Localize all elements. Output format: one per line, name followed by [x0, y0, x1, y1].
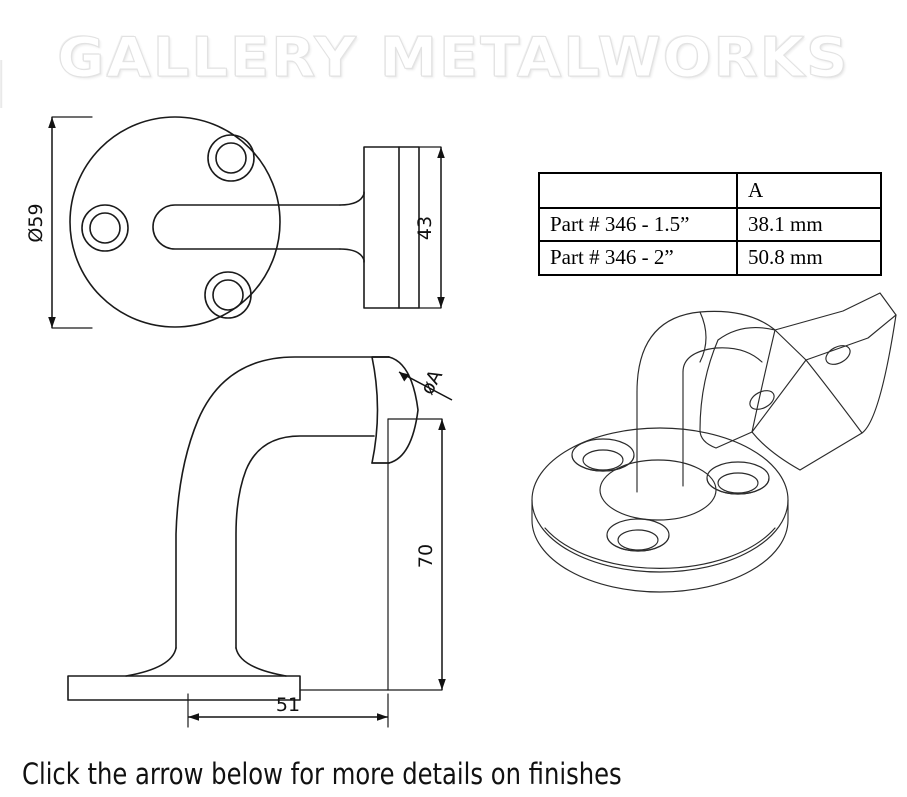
- mounting-hole-upper: [207, 134, 255, 182]
- table-row: Part # 346 - 1.5” 38.1 mm: [538, 206, 882, 243]
- dimension-overall-height: 70: [299, 418, 446, 691]
- mounting-hole-lower: [204, 271, 252, 319]
- dimension-label-saddle-height: 43: [414, 216, 436, 240]
- iso-saddle-hole-upper: [825, 345, 851, 365]
- table-cell-part: Part # 346 - 2”: [538, 240, 738, 276]
- dimension-label-flange-diameter: Ø59: [25, 203, 47, 242]
- mounting-hole-left: [81, 204, 129, 252]
- dimension-projection: 51: [187, 693, 389, 728]
- table-header-row: A: [538, 172, 882, 209]
- table-row: Part # 346 - 2” 50.8 mm: [538, 240, 882, 276]
- dimension-label-overall-height: 70: [415, 544, 437, 568]
- top-view-geometry: [69, 116, 420, 328]
- table-cell-a: 38.1 mm: [736, 206, 882, 243]
- dimension-label-projection: 51: [276, 694, 300, 716]
- table-header-a: A: [736, 172, 882, 209]
- side-view-geometry: [67, 356, 419, 701]
- finishes-caption: Click the arrow below for more details o…: [22, 757, 622, 791]
- iso-hole-upper-left: [571, 438, 635, 472]
- isometric-view-geometry: [531, 292, 897, 593]
- dimension-label-saddle-radius: øA: [416, 366, 447, 398]
- iso-hole-bottom: [606, 518, 670, 552]
- dimension-flange-diameter: Ø59: [25, 116, 93, 329]
- table-header-blank: [538, 172, 738, 209]
- table-cell-part: Part # 346 - 1.5”: [538, 206, 738, 243]
- iso-saddle-hole-lower: [749, 390, 775, 410]
- table-cell-a: 50.8 mm: [736, 240, 882, 276]
- spec-table: A Part # 346 - 1.5” 38.1 mm Part # 346 -…: [538, 172, 882, 276]
- dimension-saddle-height: 43: [414, 146, 445, 309]
- watermark-gallery-metalworks: GALLERY METALWORKS: [57, 26, 850, 90]
- iso-hole-right: [706, 461, 770, 495]
- spec-table-container: A Part # 346 - 1.5” 38.1 mm Part # 346 -…: [538, 172, 882, 276]
